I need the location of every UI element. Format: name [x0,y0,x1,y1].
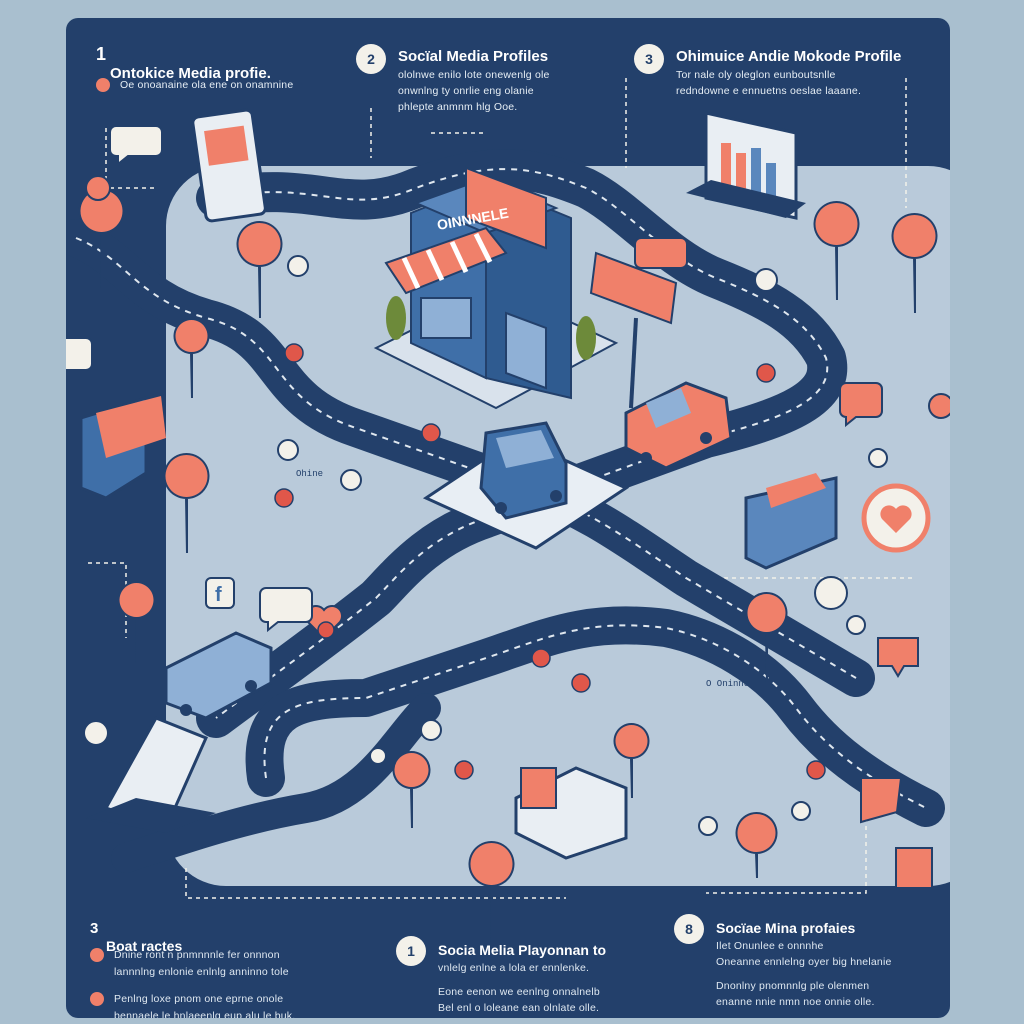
step-text: Oneanne ennlelng oyer big hnelanie [716,956,892,968]
location-pin-icon [891,213,938,314]
flower-icon [571,673,591,693]
laptop-icon [86,716,216,833]
location-pin-icon [468,841,515,944]
location-pin-icon [735,812,778,879]
step-text: redndowne e ennuetns oeslae laaane. [676,85,862,97]
step-text: Dnonlny pnomnnlg ple olenmen [716,980,870,992]
road-map: OINNNELE [66,78,950,944]
step-number: 3 [634,44,664,74]
van-icon [164,631,273,720]
step-number: 1 [396,936,426,966]
cart-icon [744,473,838,570]
step-text: Dnine ront n pnmnnnle fer onnnon [90,948,360,962]
mailbox-icon [79,395,166,500]
van-icon [624,381,733,470]
store-icon [373,166,619,410]
step-title: Ontokice Media profie. [110,65,271,82]
step-text: Eone eenon we eenlng onnalnelb [438,986,600,998]
bullet-icon [96,78,110,92]
step-text: Penlng loxe pnom one eprne onole [90,992,360,1006]
road-markings [75,168,927,809]
flower-icons [274,343,826,780]
heart-icon [861,483,931,553]
step-text: Oe onoanaine ola ene on onamnine [96,78,293,92]
flower-icon [284,343,304,363]
flower-icon [421,423,441,443]
billboard-icon [589,251,678,409]
step-text: onwnlng ty onrlie eng olanie [398,85,534,97]
location-pin-icon [236,221,283,319]
step-text: lannnlng enlonie enlnlg anninno tole [114,966,289,978]
flower-icon [756,363,776,383]
road-label: O Oninne [706,679,749,689]
phone-icon [191,108,267,223]
lightbulb-icon [85,175,950,419]
laptop-icon [514,766,628,860]
location-pin-icon [613,723,650,799]
step-text: Bel enl o loleane ean olnlate olle. [438,1002,600,1014]
location-pin-icon [163,453,210,554]
step-title: Socia Melia Playonnan to [438,942,607,958]
step-text: Tor nale oly oleglon eunboutsnlle [676,69,836,81]
monitor-chart-icon [686,111,806,220]
step-text: ololnwe enilo lote onewenlg ole [398,69,550,81]
step-title: Ohimuice Andie Mokode Profile [676,48,902,65]
step-text: vnlelg enlne a lola er ennlenke. [438,962,590,974]
bullet-icon [90,992,104,1006]
step-text: Ilet Onunlee e onnnhe [716,940,824,952]
step-title: Socïal Media Profiles [398,48,549,65]
infographic-board: OINNNELE [66,18,950,1018]
step-number: 3 [90,920,99,937]
step-title: Socïae Mina profaies [716,920,856,936]
car-icon [479,421,568,520]
badge-icons [83,255,888,836]
step-number: 8 [674,914,704,944]
chat-bubble-icon [66,125,933,889]
svg-text:f: f [215,584,222,606]
bullet-icon [90,948,104,962]
facebook-icon: f [205,577,235,609]
step-number: 1 [96,44,107,64]
location-pin-icon [117,581,156,664]
location-pin-icon [173,318,210,399]
road-label: Ohine [296,469,323,479]
flower-icon [274,488,294,508]
location-pin-icon [392,751,431,829]
step-number: 2 [356,44,386,74]
flower-icon [806,760,826,780]
flower-icon [531,648,551,668]
step-title: Boat ractes [106,938,183,954]
flower-icon [317,621,335,639]
step-text: phlepte anmnm hlg Ooe. [398,101,518,113]
flower-icon [454,760,474,780]
location-pin-icons [78,188,938,944]
location-pin-icon [745,592,788,684]
step-text: enanne nnie nmn noe onnie olle. [716,996,875,1008]
step-text: bennaele le hnlaeenlg eup alu le buk. [114,1010,296,1018]
location-pin-icon [813,201,860,301]
